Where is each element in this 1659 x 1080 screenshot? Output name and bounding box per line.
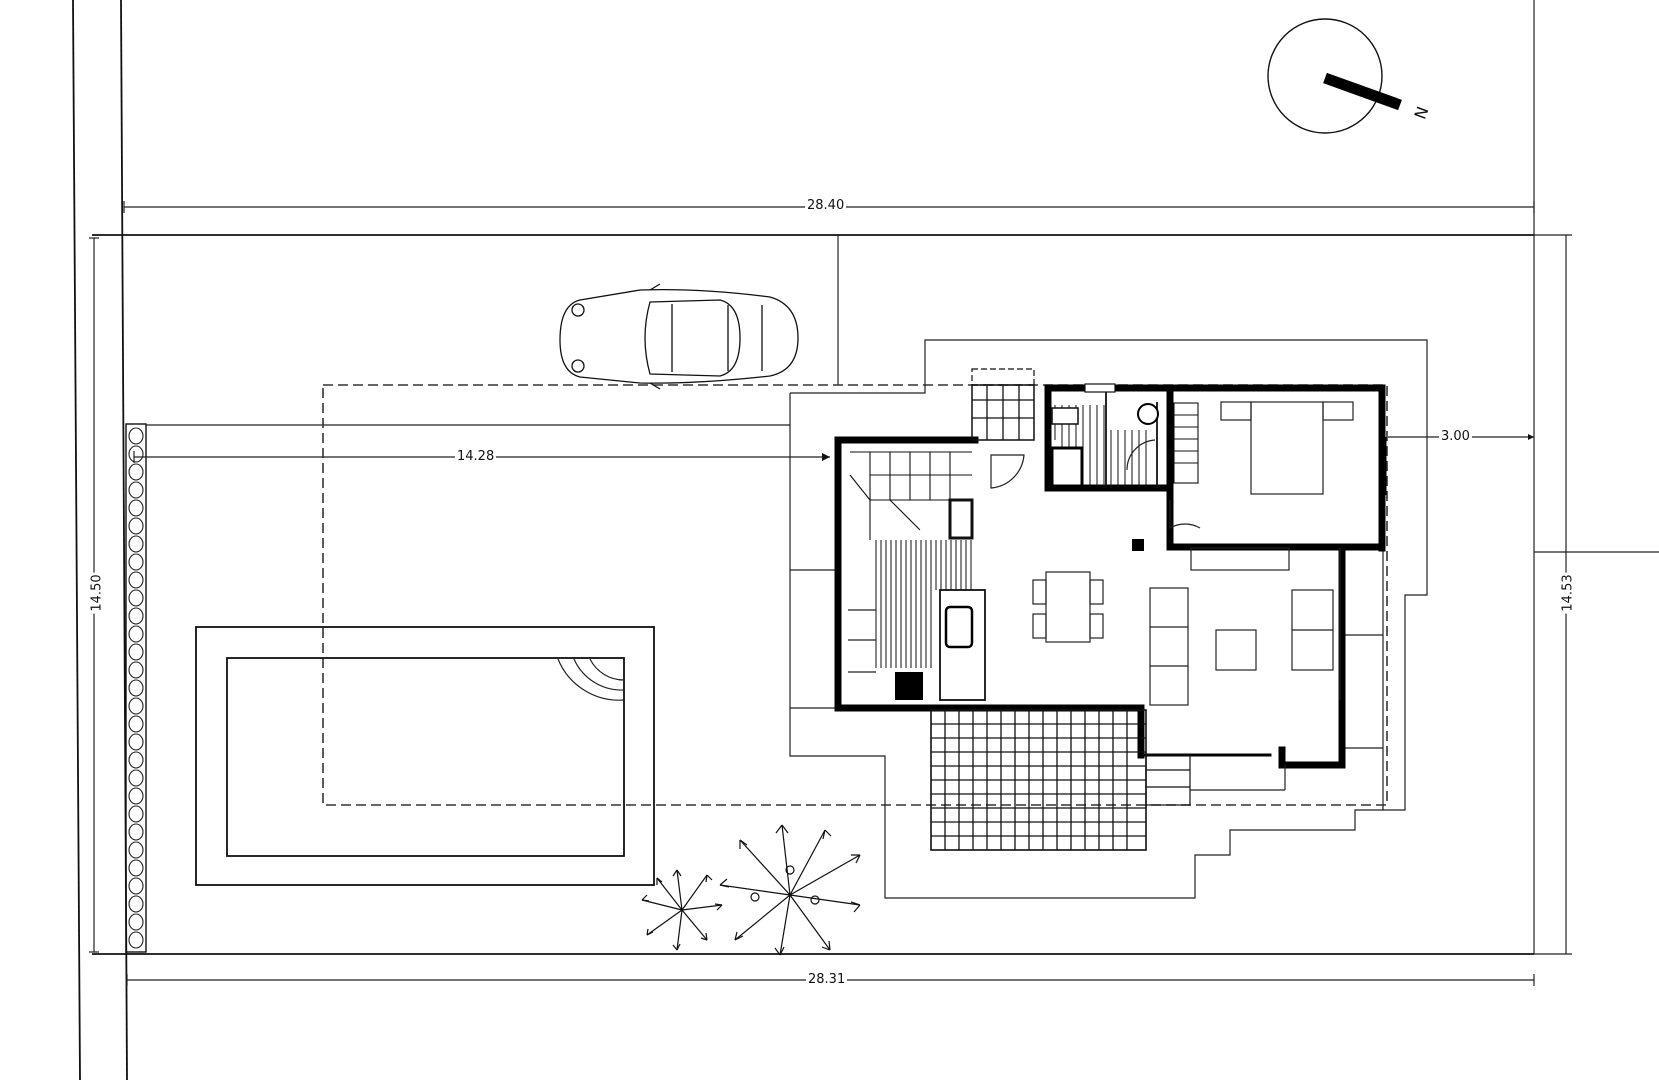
dimension-top-label: 28.40	[805, 198, 847, 213]
shower-icon	[1050, 446, 1084, 488]
dimension-setback-side-label: 3.00	[1439, 429, 1472, 444]
cooktop-icon	[895, 672, 923, 700]
dimension-left-label: 14.50	[89, 572, 105, 614]
dimension-bottom-label: 28.31	[806, 972, 848, 987]
swimming-pool	[195, 626, 655, 886]
setback-dashed-line	[322, 384, 1388, 806]
terrace-outline	[789, 339, 1428, 899]
sofa-icon	[1149, 547, 1334, 706]
dimension-right-label: 14.53	[1560, 572, 1576, 614]
washbasin-icon	[1051, 407, 1079, 425]
palm-tree-icon	[641, 824, 861, 956]
house	[834, 383, 1387, 769]
plot-outline	[92, 234, 1535, 955]
dining-table-icon	[1032, 571, 1104, 643]
kitchen-island	[939, 589, 986, 701]
bed-icon	[1220, 401, 1354, 495]
car-icon	[559, 283, 799, 390]
toilet-icon	[1137, 403, 1159, 425]
north-arrow-icon	[1267, 18, 1402, 134]
boundary-lines	[72, 0, 1659, 1080]
dimension-setback-front-label: 14.28	[455, 449, 497, 464]
sink-icon	[944, 605, 974, 649]
stone-boundary-wall	[125, 423, 147, 953]
tiled-terrace	[930, 368, 1286, 851]
